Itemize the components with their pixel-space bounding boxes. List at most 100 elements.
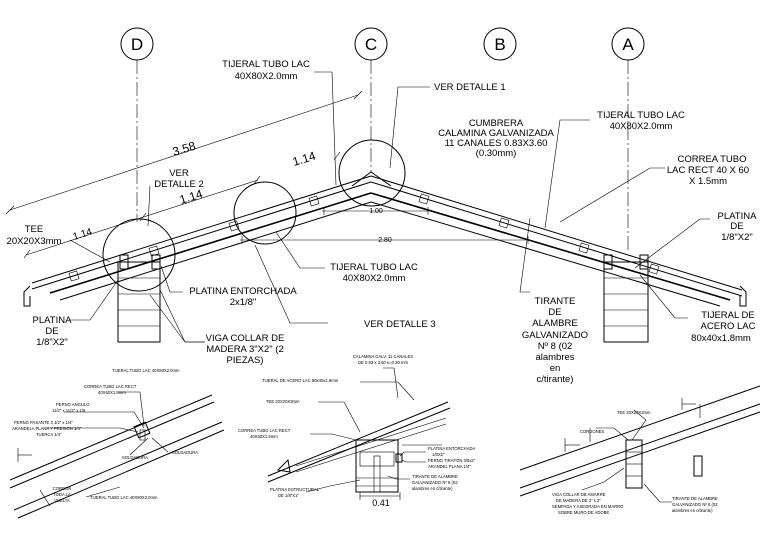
label-tijeral-acero-2: ACERO LAC bbox=[701, 321, 756, 332]
axis-label-d: D bbox=[131, 35, 143, 54]
label-platina-entorchada-2: 2x1/8" bbox=[230, 297, 257, 308]
label-tijeral-mid-2: 40X80X2.0mm bbox=[343, 273, 406, 284]
detail-1: TIJERAL TUBO LAC 40X80X2.0mm CORREA TUBO… bbox=[9, 368, 225, 519]
label-platina-left-1: PLATINA bbox=[33, 315, 73, 326]
label-tirante-5: Nº 8 (02 bbox=[538, 341, 573, 352]
label-tijeral-right-1: TIJERAL TUBO LAC bbox=[597, 110, 685, 121]
d1-label-h: TUERCA 1/4" bbox=[36, 432, 62, 437]
d1-label-e: 11/2" x 11/2" x 1/8 bbox=[52, 408, 86, 413]
label-tirante-7: en bbox=[550, 363, 561, 374]
label-tirante-3: ALAMBRE bbox=[532, 318, 577, 329]
label-ver-detalle-1: VER DETALLE 1 bbox=[434, 82, 506, 93]
leader-lines bbox=[69, 71, 710, 343]
label-tirante-6: alambres bbox=[535, 352, 574, 363]
dim-3-58: 3.58 bbox=[171, 139, 198, 159]
d1-label-f: PERNO PASANTE 3 1/2" x 1/4" bbox=[14, 420, 73, 425]
label-platina-left-3: 1/8"X2" bbox=[36, 337, 68, 348]
d2-label-a: CALAMINA GALV. 11 CANALES bbox=[353, 354, 413, 359]
d1-label-j: SOLDADURA bbox=[172, 450, 198, 455]
label-platina-left-2: DE bbox=[45, 326, 58, 337]
label-cumbrera-4: (0.30mm) bbox=[476, 148, 517, 159]
label-ver-detalle-3: VER DETALLE 3 bbox=[364, 319, 436, 330]
d2-label-k: TIRANTE DE ALAMBRE bbox=[412, 474, 458, 479]
label-viga-3: PIEZAS) bbox=[227, 355, 264, 366]
main-truss bbox=[5, 90, 747, 343]
label-tirante-8: c/tirante) bbox=[537, 374, 574, 385]
label-ver-detalle-2-2: DETALLE 2 bbox=[154, 179, 203, 190]
dim-2-80: 2.80 bbox=[378, 237, 392, 244]
d2-label-h: 1/8X2" bbox=[432, 452, 445, 457]
d2-label-n: PLATINA ESTRUCTURAL bbox=[270, 487, 320, 492]
d1-label-a: TIJERAL TUBO LAC 40X80X2.0mm bbox=[112, 368, 180, 373]
d3-label-c: VIGA COLLAR DE AMARRE bbox=[552, 492, 606, 497]
d1-label-l: TODA LA bbox=[53, 492, 71, 497]
d1-label-d: PERNO ANGULO bbox=[56, 402, 90, 407]
label-ver-detalle-2-1: VER bbox=[169, 168, 189, 179]
axis-label-b: B bbox=[494, 35, 505, 54]
d3-label-f: SOBRE MURO DE ADOBE bbox=[558, 510, 609, 515]
d3-label-a: TEE 20X20X3mm bbox=[617, 410, 651, 415]
label-platina-right-1: PLATINA bbox=[718, 211, 758, 222]
label-cumbrera-3: 11 CANALES 0.83X3.60 bbox=[445, 138, 548, 149]
label-platina-right-3: 1/8"X2" bbox=[721, 232, 753, 243]
label-tirante-1: TIRANTE bbox=[535, 296, 576, 307]
axis-marker-a: A bbox=[611, 27, 645, 250]
label-tirante-4: GALVANIZADO bbox=[522, 330, 588, 341]
label-cumbrera-1: CUMBRERA bbox=[469, 118, 524, 129]
d2-label-e: CORREA TUBO LAC RECT bbox=[238, 428, 291, 433]
label-tijeral-right-2: 40X80X2.0mm bbox=[610, 121, 673, 132]
d2-label-o: DE 1/8"X1" bbox=[278, 493, 299, 498]
main-annotations: TIJERAL TUBO LAC 40X80X2.0mm VER DETALLE… bbox=[7, 59, 758, 385]
label-tee-1: TEE bbox=[25, 224, 43, 235]
axis-marker-c: C bbox=[354, 27, 388, 172]
dim-1-00: 1.00 bbox=[369, 208, 383, 215]
d3-label-i: alambres en c/tirante) bbox=[672, 508, 713, 513]
d3-label-g: TIRANTE DE ALAMBRE bbox=[672, 496, 718, 501]
label-correa-1: CORREA TUBO bbox=[678, 154, 747, 165]
axis-marker-b: B bbox=[483, 27, 517, 61]
label-platina-right-2: DE bbox=[730, 221, 743, 232]
label-tijeral-acero-1: TIJERAL DE bbox=[701, 310, 755, 321]
label-tijeral-top-2: 40X80X2.0mm bbox=[235, 71, 298, 82]
d1-label-g: ARANDELA PLANA Y PRESION 1/4" bbox=[12, 426, 82, 431]
d2-label-c: TIJERAL DE ACERO LAC 80x40x1.8mm bbox=[262, 378, 339, 383]
d2-label-f: 40X60X1.5mm bbox=[250, 434, 278, 439]
d1-label-m: VUELTA bbox=[54, 498, 70, 503]
label-viga-1: VIGA COLLAR DE bbox=[206, 333, 285, 344]
d3-label-d: DE MADERA DE 3" x 2" bbox=[556, 498, 601, 503]
d2-label-d: TEE 20X20X3mm bbox=[266, 399, 300, 404]
d2-label-i: PERNO TIRAFON 3/8x2" bbox=[428, 458, 476, 463]
dim-1-14-b: 1.14 bbox=[178, 187, 205, 207]
d1-label-c: 40X60X1.5mm bbox=[98, 390, 126, 395]
label-tirante-2: DE bbox=[548, 307, 561, 318]
dim-0-41: 0.41 bbox=[372, 498, 390, 508]
axis-marker-d: D bbox=[120, 27, 154, 222]
d3-label-e: SEMPADA Y ASEGRADA EN MARRO bbox=[552, 504, 624, 509]
dim-1-14-a: 1.14 bbox=[291, 149, 318, 169]
label-tijeral-mid-1: TIJERAL TUBO LAC bbox=[330, 262, 418, 273]
label-tee-2: 20X20X3mm bbox=[7, 236, 62, 247]
axis-label-a: A bbox=[622, 35, 634, 54]
d2-label-j: ARANDEL PLANA 1/4" bbox=[428, 464, 471, 469]
d3-label-h: GALVANIZADO Nº 8 (02 bbox=[672, 502, 718, 507]
d1-label-n: TIJERAL TUBO LAC 40X80X2.0mm bbox=[90, 495, 158, 500]
axis-label-c: C bbox=[365, 35, 377, 54]
d2-label-m: alambres en c/tirante) bbox=[412, 486, 453, 491]
dimension-labels: 3.58 1.14 1.14 1.14 1.00 2.80 0.41 bbox=[72, 139, 392, 508]
d3-label-b: CORDONES bbox=[580, 429, 604, 434]
detail-2: CALAMINA GALV. 11 CANALES DE 0.83 x 3.60… bbox=[238, 354, 476, 500]
label-viga-2: MADERA 3"X2" (2 bbox=[206, 344, 284, 355]
detail-3: TEE 20X20X3mm CORDONES VIGA COLLAR DE AM… bbox=[519, 385, 761, 515]
label-tijeral-top-1: TIJERAL TUBO LAC bbox=[222, 59, 310, 70]
dim-1-14-c: 1.14 bbox=[72, 227, 94, 243]
d2-label-g: PLATINA ENTORCHADA bbox=[428, 446, 476, 451]
label-cumbrera-2: CALAMINA GALVANIZADA bbox=[438, 128, 554, 139]
d2-label-l: GALVANIZADO Nº 8 (02 bbox=[412, 480, 458, 485]
d1-label-k: CORDON bbox=[53, 486, 72, 491]
label-platina-entorchada-1: PLATINA ENTORCHADA bbox=[189, 286, 297, 297]
label-correa-2: LAC RECT 40 X 60 bbox=[667, 165, 749, 176]
label-tijeral-acero-3: 80x40x1.8mm bbox=[691, 333, 751, 344]
label-correa-3: X 1.5mm bbox=[689, 176, 727, 187]
